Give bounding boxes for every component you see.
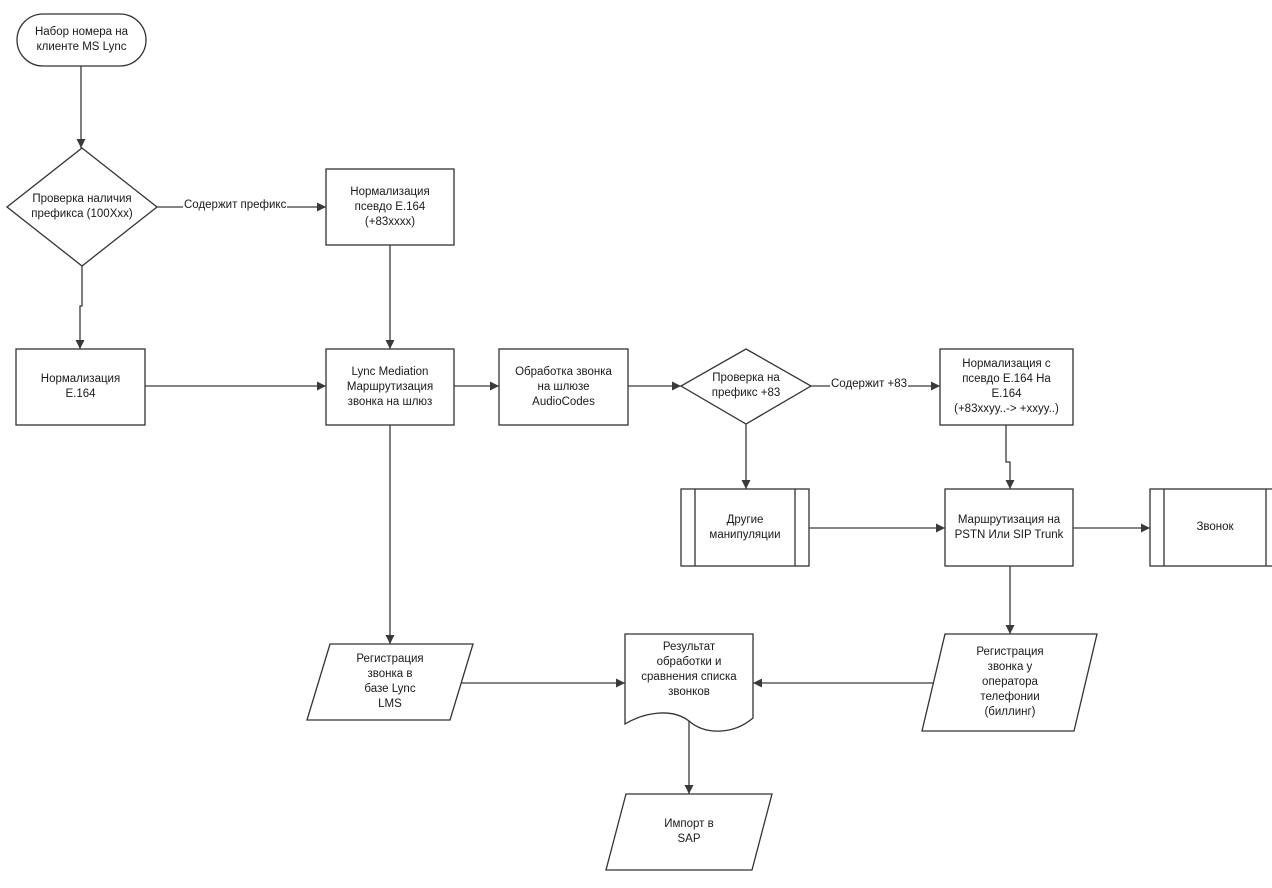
call-subprocess-shape: [1149, 488, 1272, 567]
edge-check-to-norm-e164: [75, 266, 85, 349]
reg-lync-data-shape: [306, 643, 474, 721]
audiocodes-process-shape: [498, 348, 629, 426]
routing-pstn-label: Маршрутизация на PSTN Или SIP Trunk: [954, 513, 1064, 541]
import-sap-label: Импорт в SAP: [664, 818, 714, 845]
norm-pseudo-to-e164-label: Нормализация с псевдо E.164 На E.164 (+8…: [954, 358, 1059, 415]
reg-operator-data-shape: [921, 633, 1098, 732]
norm-pseudo-to-e164-process-shape: [939, 348, 1074, 426]
call-label: Звонок: [1196, 521, 1234, 533]
other-label: Другие манипуляции: [709, 513, 781, 541]
import-sap-data-shape: [605, 793, 773, 871]
edge-label-contains-prefix: Содержит префикс: [183, 199, 288, 211]
edge-norm-to-routing: [1005, 425, 1015, 489]
reg-lync-label: Регистрация звонка в базе Lync LMS: [356, 653, 424, 710]
check-prefix-label: Проверка наличия префикса (100Xxx): [31, 193, 133, 220]
result-label: Результат обработки и сравнения списка з…: [641, 641, 737, 698]
norm-pseudo-label: Нормализация псевдо E.164 (+83xxxx): [350, 185, 430, 228]
check-83-label: Проверка на префикс +83: [711, 372, 781, 399]
norm-pseudo-process-shape: [325, 168, 455, 246]
other-subprocess-shape: [680, 488, 810, 567]
lync-mediation-process-shape: [325, 348, 455, 426]
start-label: Набор номера на клиенте MS Lync: [34, 26, 129, 53]
reg-operator-label: Регистрация звонка у оператора телефонии…: [976, 646, 1044, 718]
norm-e164-label: Нормализация E.164: [40, 373, 121, 400]
edge-label-contains-83: Содержит +83: [830, 378, 909, 390]
lync-mediation-label: Lync Mediation Маршрутизация звонка на ш…: [346, 365, 434, 408]
audiocodes-label: Обработка звонка на шлюзе AudioCodes: [515, 365, 612, 408]
